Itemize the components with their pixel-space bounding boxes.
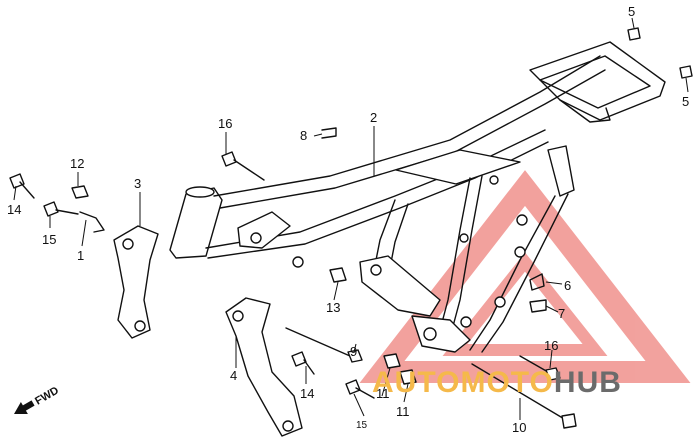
label-9: 9 bbox=[350, 344, 357, 359]
label-15-bottom: 15 bbox=[356, 420, 368, 431]
label-3: 3 bbox=[134, 176, 141, 191]
fwd-arrow-icon bbox=[14, 400, 35, 415]
watermark: AUTOMOTOHUB bbox=[372, 366, 622, 399]
label-7: 7 bbox=[558, 306, 565, 321]
label-11-right: 11 bbox=[396, 404, 410, 419]
label-10: 10 bbox=[512, 420, 526, 435]
bracket-part-4 bbox=[225, 297, 303, 437]
fasteners-left bbox=[9, 27, 693, 429]
label-4: 4 bbox=[230, 368, 237, 383]
label-2: 2 bbox=[370, 110, 377, 125]
label-5-right: 5 bbox=[682, 94, 689, 109]
watermark-text: AUTOMOTOHUB bbox=[372, 366, 622, 399]
bracket-part-3 bbox=[113, 225, 159, 339]
leader-lines bbox=[13, 17, 689, 420]
label-14-bottom: 14 bbox=[300, 386, 314, 401]
label-1: 1 bbox=[77, 248, 84, 263]
fwd-label: FWD bbox=[33, 385, 61, 408]
label-12: 12 bbox=[70, 156, 84, 171]
label-11-left: 11 bbox=[376, 386, 390, 401]
label-15-left: 15 bbox=[42, 232, 56, 247]
label-16-top: 16 bbox=[218, 116, 232, 131]
main-frame bbox=[169, 41, 666, 353]
label-13: 13 bbox=[326, 300, 340, 315]
label-5-top: 5 bbox=[628, 4, 635, 19]
label-16-right: 16 bbox=[544, 338, 558, 353]
part-labels: 14 12 15 1 3 16 8 2 13 4 14 9 15 11 11 1… bbox=[7, 4, 689, 435]
label-6: 6 bbox=[564, 278, 571, 293]
label-8: 8 bbox=[300, 128, 307, 143]
watermark-logo-triangle bbox=[359, 170, 691, 383]
fwd-indicator: FWD bbox=[14, 385, 61, 415]
label-14-left: 14 bbox=[7, 202, 21, 217]
